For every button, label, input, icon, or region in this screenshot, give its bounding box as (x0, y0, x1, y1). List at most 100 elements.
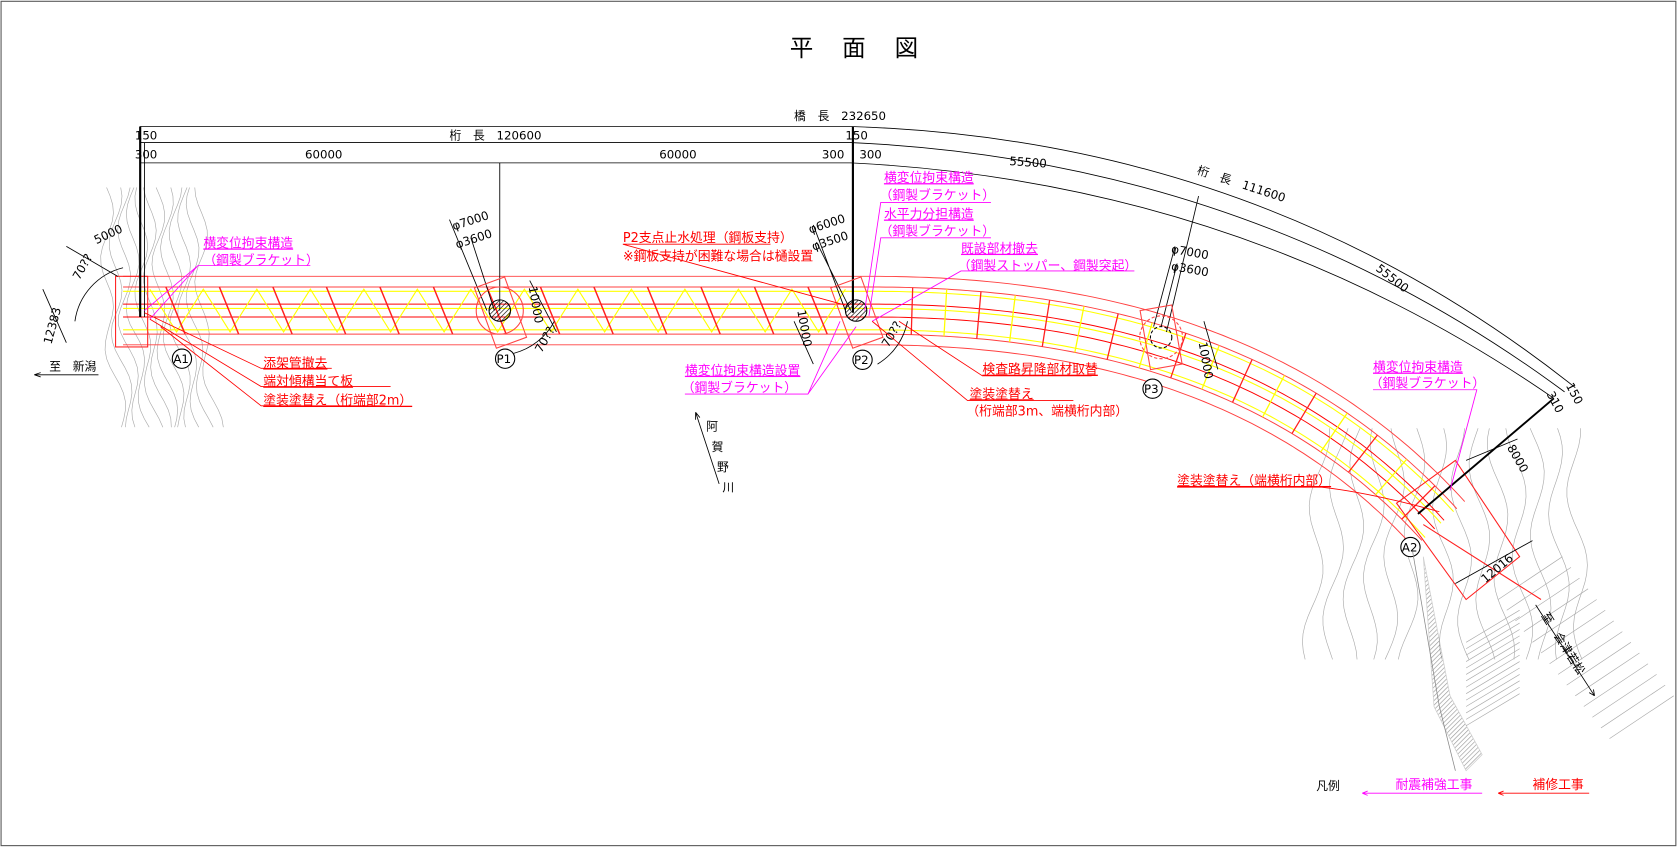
svg-text:10000: 10000 (526, 285, 546, 324)
contour-line (1505, 428, 1533, 660)
slope-hatch (1465, 648, 1520, 682)
pier-p2 (830, 276, 884, 349)
slope-hatch (1566, 642, 1632, 686)
svg-text:300: 300 (859, 148, 881, 162)
contour-line (1468, 428, 1496, 660)
cross-beam (700, 286, 721, 335)
slope-hatch (1465, 667, 1520, 701)
support-a2: A2 (1400, 536, 1421, 558)
slope-hatch (1515, 577, 1580, 622)
cross-beam (325, 286, 347, 335)
svg-text:60000: 60000 (659, 148, 696, 162)
girder-line (123, 316, 1436, 530)
cross-beam (1401, 485, 1436, 520)
legend: 凡例 耐震補強工事 補修工事 (1316, 778, 1590, 796)
p2-paint: 塗装塗替え (970, 386, 1034, 402)
a2-bracket-label: 横変位拘束構造 (1373, 360, 1463, 376)
slope-hatch (1592, 674, 1657, 718)
slope-hatch (1465, 693, 1520, 727)
cross-beam (1008, 295, 1016, 343)
cross-beam (593, 286, 614, 335)
svg-text:桁 長 120600: 桁 長 120600 (449, 128, 541, 142)
contour-line (1322, 428, 1349, 660)
direction-niigata: 至 新潟 (34, 359, 99, 378)
bridge-girder (115, 275, 1542, 601)
p2-bracket-install: 横変位拘束構造設置 (685, 363, 801, 379)
slope-hatch (1609, 695, 1674, 739)
contour-line (185, 187, 214, 428)
slope-hatch (1465, 642, 1520, 675)
lateral-line (123, 290, 1454, 513)
girder-line (123, 303, 1445, 521)
svg-text:A1: A1 (173, 352, 189, 366)
p2-inspection: 検査路昇降部材取替 (982, 362, 1098, 378)
a2-paint: 塗装塗替え（端横桁内部） (1177, 473, 1331, 489)
svg-text:300: 300 (135, 148, 157, 162)
lateral-line (123, 329, 1426, 538)
contour-line (194, 187, 224, 428)
svg-text:野: 野 (717, 460, 729, 474)
lateral-bracing (149, 288, 846, 333)
p2-paint-sub: （桁端部3m、端横桁内部） (966, 403, 1128, 419)
contour-line (177, 187, 200, 428)
p2-removal-sub: （鋼製ストッパー、鋼製突起） (958, 258, 1137, 274)
contour-line (1486, 428, 1515, 660)
slope-hatch (1557, 631, 1623, 675)
svg-text:補修工事: 補修工事 (1532, 778, 1583, 793)
cross-beam (165, 286, 186, 335)
svg-text:A2: A2 (1402, 540, 1418, 554)
contour-line (1548, 428, 1570, 660)
girder-line (123, 275, 1466, 502)
cross-beam (272, 286, 293, 335)
contour-line (160, 187, 185, 428)
p2-horizontal-sub: （鋼製ブラケット） (880, 224, 995, 240)
leader-lines-repair (144, 243, 1440, 513)
contour-line (151, 187, 178, 428)
girder-line (123, 344, 1415, 548)
p2-horizontal-label: 水平力分担構造 (884, 208, 974, 223)
abutment-a1 (115, 275, 149, 348)
abutment-a2 (1395, 459, 1542, 601)
svg-text:150: 150 (845, 128, 867, 142)
support-p2: P2 (852, 349, 873, 370)
p2-waterproof: P2支点止水処理（鋼板支持） (623, 231, 793, 246)
cross-beam (753, 286, 775, 335)
contour-line (1342, 428, 1364, 660)
contour-line (1383, 428, 1405, 660)
cross-beam (1201, 345, 1220, 390)
slope-hatch (1465, 654, 1520, 688)
svg-text:賀: 賀 (712, 440, 724, 454)
support-p1: P1 (494, 348, 516, 369)
support-a1: A1 (171, 348, 193, 369)
cross-beam (646, 286, 668, 335)
girder-line (123, 286, 1458, 510)
slope-hatch (1532, 599, 1597, 643)
contour-line (117, 187, 139, 428)
a1-repair-3: 塗装塗替え（桁端部2m） (263, 393, 412, 409)
slope-hatch (1465, 616, 1520, 650)
p2-waterproof-note: ※鋼板支持が困難な場合は樋設置 (623, 248, 814, 264)
contour-line (125, 187, 150, 428)
contour-line (1566, 428, 1588, 660)
cross-beam (1375, 458, 1408, 496)
cross-beam (943, 289, 948, 337)
a1-repair-1: 添架管撤去 (263, 355, 327, 371)
slope-hatch (1506, 567, 1572, 611)
support-p3: P3 (1142, 378, 1163, 399)
slope-hatch (1465, 609, 1520, 643)
slope-hatch (1600, 684, 1666, 729)
svg-text:阿: 阿 (706, 419, 718, 433)
girder-line (123, 333, 1423, 541)
cross-beam (379, 286, 400, 335)
svg-text:凡例: 凡例 (1316, 779, 1340, 793)
slope-hatch (1498, 556, 1563, 600)
river-label: 阿 賀 野 川 (695, 411, 734, 494)
cross-beam (1348, 434, 1378, 473)
cross-beam (218, 286, 240, 335)
p2-bracket-label: 横変位拘束構造 (884, 170, 974, 186)
svg-text:60000: 60000 (305, 148, 342, 162)
p2-bracket-sub: （鋼製ブラケット） (880, 187, 995, 203)
abutment-a2-wall (1412, 551, 1483, 772)
svg-text:P2: P2 (854, 353, 869, 367)
